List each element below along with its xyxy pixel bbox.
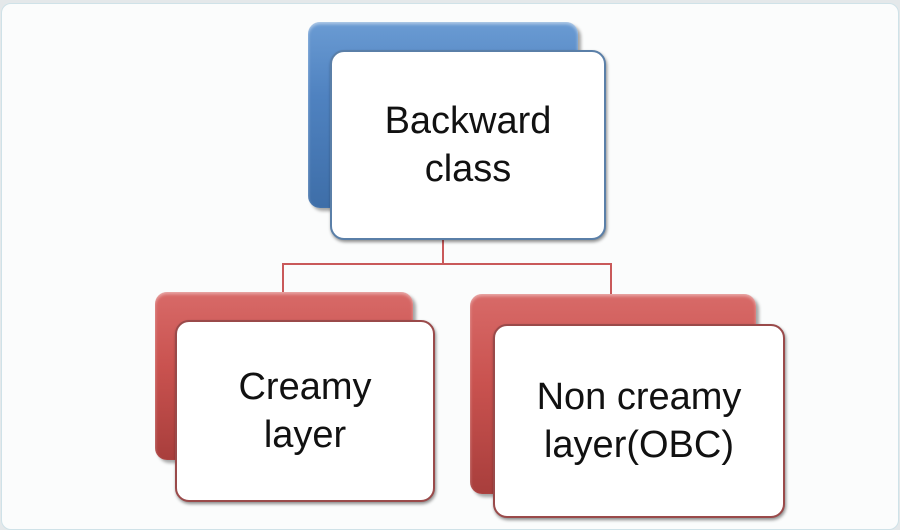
child-node-label-line2: layer (263, 414, 347, 456)
root-node-label-line2: class (424, 148, 512, 190)
child-node-label-line1: Creamy (238, 366, 372, 408)
child-node-card: Non creamy layer(OBC) (493, 324, 785, 518)
connector-horizontal (282, 263, 612, 265)
connector-right-drop (610, 263, 612, 295)
root-node-label-line1: Backward (384, 100, 552, 142)
connector-left-drop (282, 263, 284, 293)
child-node-label-line2: layer(OBC) (543, 424, 735, 466)
child-node-card: Creamy layer (175, 320, 435, 502)
child-node-label-line1: Non creamy (536, 376, 742, 418)
connector-root-stem (442, 238, 444, 264)
root-node-card: Backward class (330, 50, 606, 240)
